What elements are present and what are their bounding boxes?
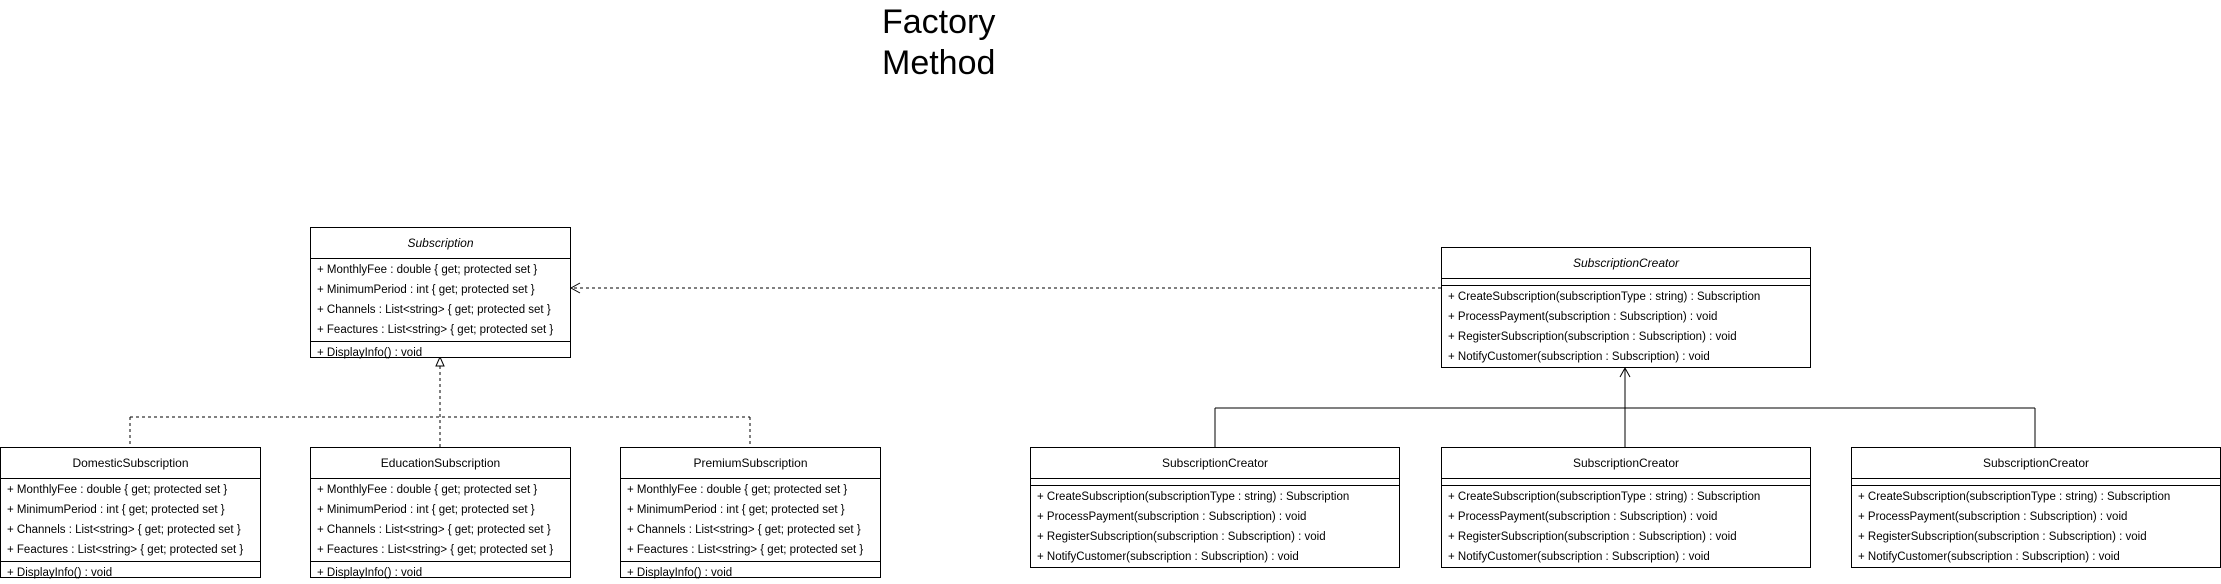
class-name: DomesticSubscription: [1, 448, 260, 479]
attribute-row: + MonthlyFee : double { get; protected s…: [7, 484, 228, 496]
class-subscription-creator-abstract[interactable]: SubscriptionCreator + CreateSubscription…: [1441, 247, 1811, 368]
class-subscription-creator-1[interactable]: SubscriptionCreator + CreateSubscription…: [1030, 447, 1400, 568]
methods-section: + CreateSubscription(subscriptionType : …: [1442, 286, 1810, 368]
method-row: + ProcessPayment(subscription : Subscrip…: [1448, 511, 1718, 523]
attribute-row: + Channels : List<string> { get; protect…: [317, 304, 551, 316]
title-line-1: Factory: [882, 3, 996, 41]
method-row: + CreateSubscription(subscriptionType : …: [1448, 291, 1761, 303]
inheritance-arrowhead: [1619, 366, 1631, 378]
attributes-section: [1442, 279, 1810, 286]
class-name: EducationSubscription: [311, 448, 570, 479]
attribute-row: + MinimumPeriod : int { get; protected s…: [317, 284, 535, 296]
method-row: + CreateSubscription(subscriptionType : …: [1858, 491, 2171, 503]
method-row: + RegisterSubscription(subscription : Su…: [1858, 531, 2147, 543]
method-row: + NotifyCustomer(subscription : Subscrip…: [1448, 351, 1710, 363]
class-domestic-subscription[interactable]: DomesticSubscription + MonthlyFee : doub…: [0, 447, 261, 579]
realization-triangle: [435, 355, 445, 367]
attribute-row: + MonthlyFee : double { get; protected s…: [317, 484, 538, 496]
attributes-section: + MonthlyFee : double { get; protected s…: [311, 479, 570, 562]
attributes-section: [1031, 479, 1399, 486]
methods-section: + DisplayInfo() : void: [621, 562, 880, 584]
attributes-section: + MonthlyFee : double { get; protected s…: [1, 479, 260, 562]
attribute-row: + Feactures : List<string> { get; protec…: [317, 324, 554, 336]
method-row: + CreateSubscription(subscriptionType : …: [1448, 491, 1761, 503]
method-row: + RegisterSubscription(subscription : Su…: [1037, 531, 1326, 543]
title-line-2: Method: [882, 44, 996, 82]
method-row: + NotifyCustomer(subscription : Subscrip…: [1858, 551, 2120, 563]
attribute-row: + MinimumPeriod : int { get; protected s…: [627, 504, 845, 516]
attributes-section: + MonthlyFee : double { get; protected s…: [311, 259, 570, 342]
method-row: + NotifyCustomer(subscription : Subscrip…: [1448, 551, 1710, 563]
attributes-section: [1852, 479, 2220, 486]
attribute-row: + MinimumPeriod : int { get; protected s…: [317, 504, 535, 516]
attribute-row: + Channels : List<string> { get; protect…: [627, 524, 861, 536]
dependency-arrowhead: [569, 282, 581, 294]
method-row: + DisplayInfo() : void: [317, 567, 423, 579]
class-name: SubscriptionCreator: [1031, 448, 1399, 479]
class-subscription[interactable]: Subscription + MonthlyFee : double { get…: [310, 227, 571, 359]
class-name: SubscriptionCreator: [1852, 448, 2220, 479]
method-row: + RegisterSubscription(subscription : Su…: [1448, 531, 1737, 543]
class-name: Subscription: [311, 228, 570, 259]
methods-section: + CreateSubscription(subscriptionType : …: [1031, 486, 1399, 568]
attribute-row: + Feactures : List<string> { get; protec…: [627, 544, 864, 556]
methods-section: + DisplayInfo() : void: [311, 342, 570, 364]
attribute-row: + MinimumPeriod : int { get; protected s…: [7, 504, 225, 516]
attribute-row: + Feactures : List<string> { get; protec…: [7, 544, 244, 556]
method-row: + DisplayInfo() : void: [317, 347, 423, 359]
class-name: SubscriptionCreator: [1442, 448, 1810, 479]
attribute-row: + MonthlyFee : double { get; protected s…: [317, 264, 538, 276]
method-row: + ProcessPayment(subscription : Subscrip…: [1448, 311, 1718, 323]
class-name: SubscriptionCreator: [1442, 248, 1810, 279]
class-premium-subscription[interactable]: PremiumSubscription + MonthlyFee : doubl…: [620, 447, 881, 579]
attributes-section: + MonthlyFee : double { get; protected s…: [621, 479, 880, 562]
attribute-row: + MonthlyFee : double { get; protected s…: [627, 484, 848, 496]
class-education-subscription[interactable]: EducationSubscription + MonthlyFee : dou…: [310, 447, 571, 579]
methods-section: + CreateSubscription(subscriptionType : …: [1852, 486, 2220, 568]
attribute-row: + Feactures : List<string> { get; protec…: [317, 544, 554, 556]
class-subscription-creator-3[interactable]: SubscriptionCreator + CreateSubscription…: [1851, 447, 2221, 568]
method-row: + ProcessPayment(subscription : Subscrip…: [1858, 511, 2128, 523]
attribute-row: + Channels : List<string> { get; protect…: [317, 524, 551, 536]
method-row: + DisplayInfo() : void: [7, 567, 113, 579]
method-row: + NotifyCustomer(subscription : Subscrip…: [1037, 551, 1299, 563]
method-row: + RegisterSubscription(subscription : Su…: [1448, 331, 1737, 343]
methods-section: + CreateSubscription(subscriptionType : …: [1442, 486, 1810, 568]
attributes-section: [1442, 479, 1810, 486]
method-row: + CreateSubscription(subscriptionType : …: [1037, 491, 1350, 503]
class-subscription-creator-2[interactable]: SubscriptionCreator + CreateSubscription…: [1441, 447, 1811, 568]
attribute-row: + Channels : List<string> { get; protect…: [7, 524, 241, 536]
method-row: + ProcessPayment(subscription : Subscrip…: [1037, 511, 1307, 523]
class-name: PremiumSubscription: [621, 448, 880, 479]
methods-section: + DisplayInfo() : void: [311, 562, 570, 584]
diagram-title: Factory Method: [882, 2, 995, 84]
method-row: + DisplayInfo() : void: [627, 567, 733, 579]
methods-section: + DisplayInfo() : void: [1, 562, 260, 584]
